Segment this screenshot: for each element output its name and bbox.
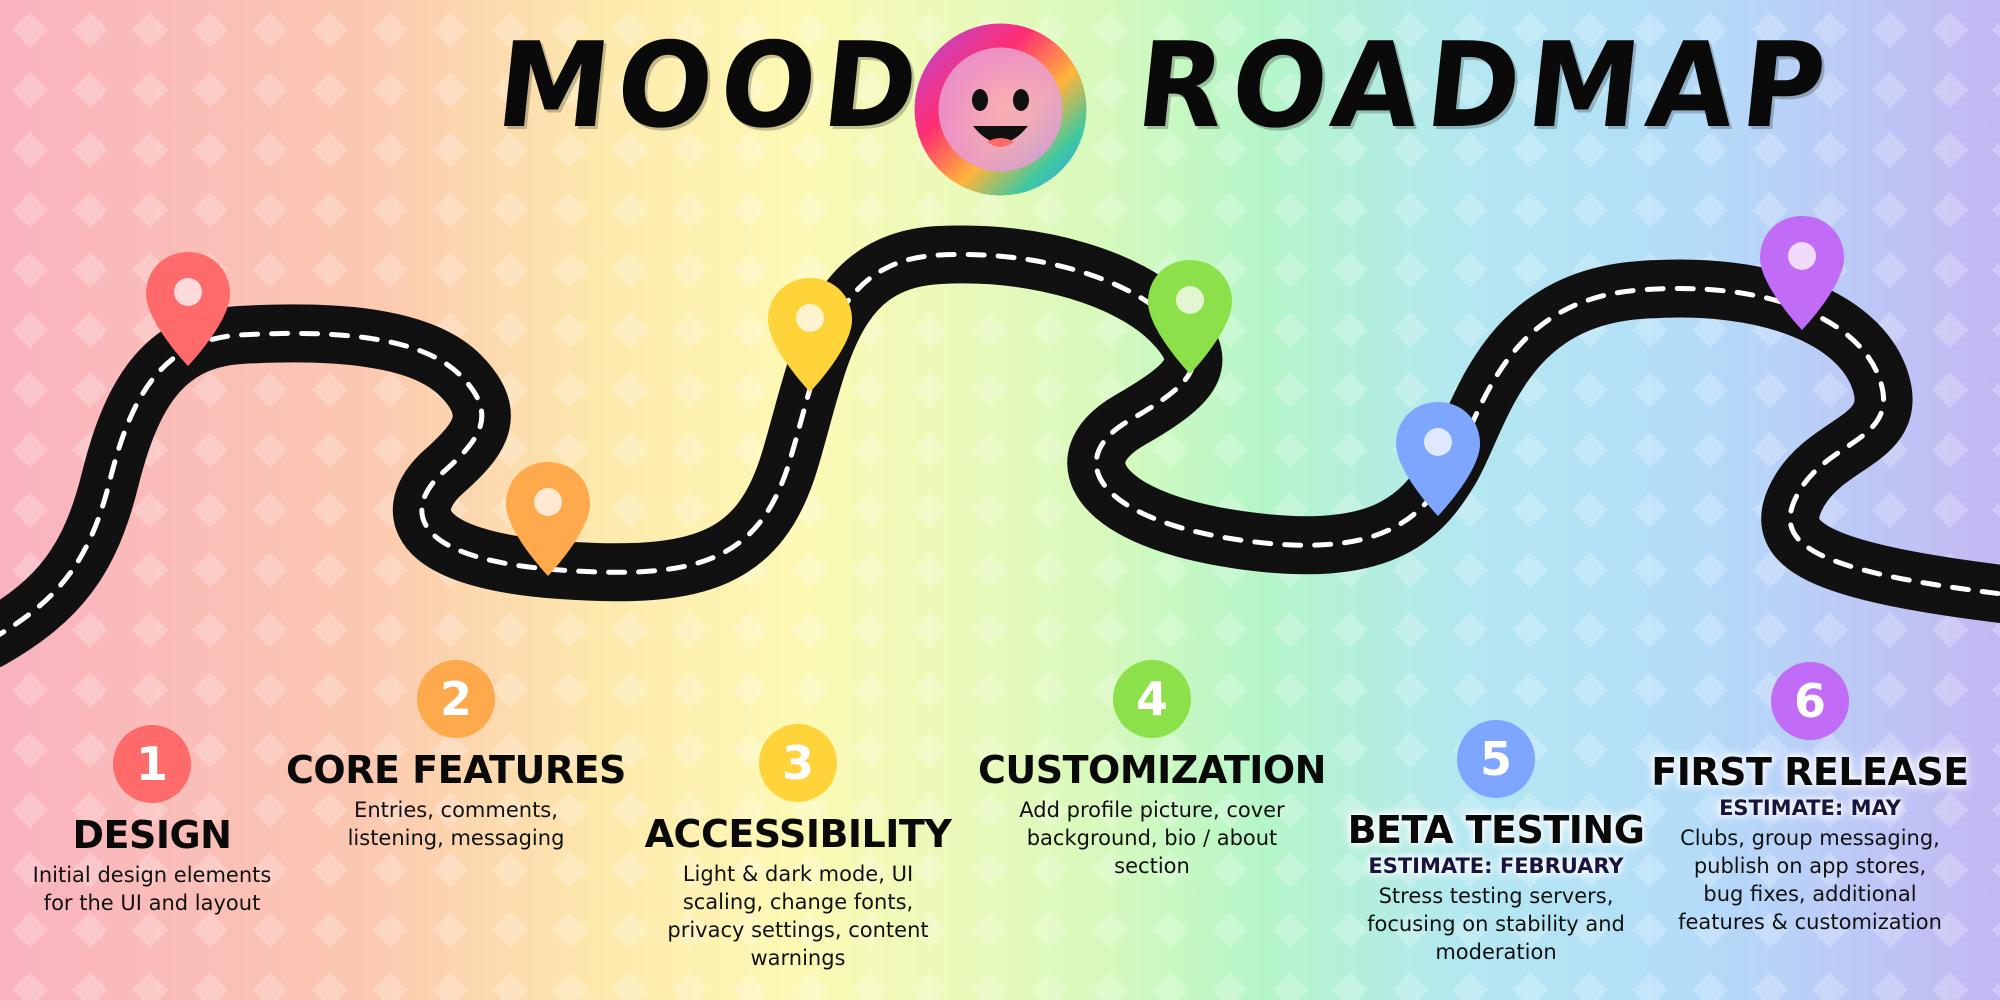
step-description: Stress testing servers, focusing on stab… xyxy=(1367,884,1625,964)
step-number-badge: 3 xyxy=(759,724,837,802)
step-core-features: 2 CORE FEATURES Entries, comments, liste… xyxy=(276,660,636,852)
mood-face-logo xyxy=(914,23,1087,196)
step-customization: 4 CUSTOMIZATION Add profile picture, cov… xyxy=(972,660,1332,880)
step-description: Light & dark mode, UI scaling, change fo… xyxy=(667,862,929,970)
step-estimate: ESTIMATE: MAY xyxy=(1719,796,1901,820)
pin-icon-step-4 xyxy=(1148,260,1232,374)
step-description: Initial design elements for the UI and l… xyxy=(32,863,272,915)
pin-icon-step-6 xyxy=(1760,216,1844,330)
step-number-badge: 2 xyxy=(417,660,495,738)
step-heading: CUSTOMIZATION xyxy=(978,748,1326,792)
step-first-release: 6 FIRST RELEASE ESTIMATE: MAY Clubs, gro… xyxy=(1630,662,1990,936)
step-heading: CORE FEATURES xyxy=(286,748,626,792)
step-heading: BETA TESTING xyxy=(1347,808,1645,852)
step-design: 1 DESIGN Initial design elements for the… xyxy=(0,725,332,917)
step-heading: FIRST RELEASE xyxy=(1651,750,1969,794)
pin-icon-step-1 xyxy=(146,252,230,366)
step-number-badge: 1 xyxy=(113,725,191,803)
step-number-badge: 4 xyxy=(1113,660,1191,738)
pin-icon-step-2 xyxy=(506,462,590,576)
step-description: Clubs, group messaging, publish on app s… xyxy=(1678,826,1942,934)
step-number-badge: 5 xyxy=(1457,720,1535,798)
step-description: Entries, comments, listening, messaging xyxy=(347,798,565,850)
step-accessibility: 3 ACCESSIBILITY Light & dark mode, UI sc… xyxy=(618,724,978,972)
step-estimate: ESTIMATE: FEBRUARY xyxy=(1368,854,1624,878)
step-heading: ACCESSIBILITY xyxy=(644,812,952,856)
step-heading: DESIGN xyxy=(72,813,232,857)
step-beta-testing: 5 BETA TESTING ESTIMATE: FEBRUARY Stress… xyxy=(1316,720,1676,966)
pin-icon-step-3 xyxy=(768,278,852,392)
pin-icon-step-5 xyxy=(1396,402,1480,516)
step-description: Add profile picture, cover background, b… xyxy=(1019,798,1285,878)
step-number-badge: 6 xyxy=(1771,662,1849,740)
